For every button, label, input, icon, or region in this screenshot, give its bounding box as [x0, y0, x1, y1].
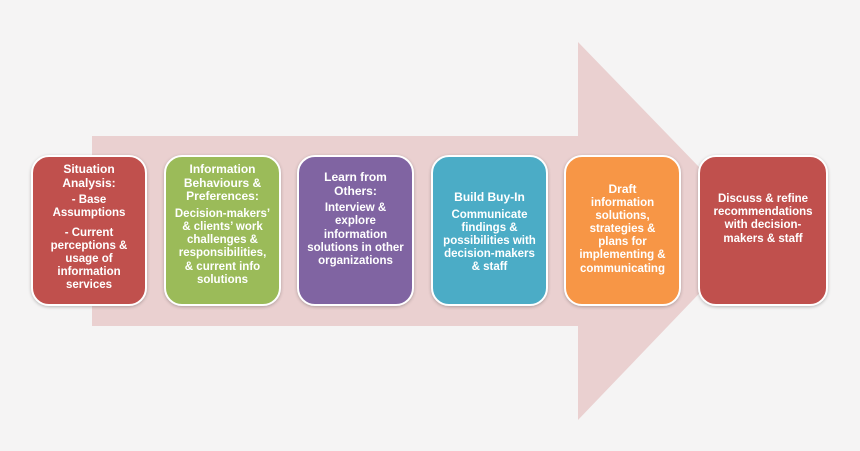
- step-situation-analysis: Situation Analysis: - Base Assumptions -…: [31, 155, 147, 306]
- body-line: Decision-makers’: [174, 207, 271, 220]
- step-body-secondary: - Current perceptions & usage of informa…: [39, 227, 139, 293]
- body-line: Communicate: [451, 208, 528, 221]
- body-line: implementing &: [579, 249, 666, 262]
- step-body: Discuss & refine recommendations with de…: [706, 193, 820, 246]
- step-draft-solutions: Draft information solutions, strategies …: [564, 155, 681, 306]
- body-line: with decision-: [724, 219, 802, 232]
- body-line: communicating: [580, 262, 665, 275]
- body-line: information: [57, 266, 121, 279]
- body-line: information: [590, 196, 655, 209]
- step-information-behaviours: Information Behaviours & Preferences: De…: [164, 155, 281, 306]
- body-line: & current info: [184, 260, 261, 273]
- title-line: Build Buy-In: [454, 190, 525, 204]
- title-line: Preferences:: [186, 189, 259, 204]
- body-line: solutions in other: [307, 241, 404, 254]
- title-line: Others:: [334, 183, 377, 198]
- body-line: makers & staff: [723, 232, 803, 245]
- body-line: Assumptions: [52, 207, 126, 220]
- body-line: decision-makers: [444, 248, 535, 261]
- body-line: - Current: [64, 226, 114, 239]
- body-line: challenges &: [187, 234, 258, 247]
- title-line: Situation: [63, 162, 115, 176]
- step-title: Information Behaviours & Preferences:: [172, 162, 273, 204]
- step-build-buy-in: Build Buy-In Communicate findings & poss…: [431, 155, 548, 306]
- body-line: usage of: [65, 253, 113, 265]
- body-line: explore: [335, 215, 376, 228]
- body-line: strategies &: [589, 223, 656, 235]
- step-body: Communicate findings & possibilities wit…: [439, 209, 540, 275]
- step-body: Interview & explore information solution…: [305, 202, 406, 268]
- body-line: solutions: [196, 273, 249, 286]
- step-title: Situation Analysis:: [39, 162, 139, 190]
- step-body: - Base Assumptions: [39, 194, 139, 220]
- step-title: Learn from Others:: [305, 170, 406, 198]
- body-line: Discuss & refine: [717, 193, 809, 205]
- body-line: & clients’ work: [182, 220, 263, 233]
- title-line: Draft: [608, 182, 637, 196]
- body-line: plans for: [598, 236, 647, 249]
- body-line: perceptions &: [50, 239, 128, 252]
- step-title: Draft: [572, 182, 673, 197]
- title-line: Behaviours &: [183, 175, 262, 190]
- title-line: Learn from: [324, 170, 387, 184]
- step-body: information solutions, strategies & plan…: [572, 197, 673, 276]
- step-body: Decision-makers’ & clients’ work challen…: [172, 208, 273, 287]
- body-line: Interview &: [324, 202, 387, 215]
- body-line: & staff: [471, 261, 508, 274]
- body-line: information: [323, 228, 388, 241]
- title-line: Information: [189, 162, 256, 176]
- body-line: organizations: [318, 255, 393, 267]
- step-learn-from-others: Learn from Others: Interview & explore i…: [297, 155, 414, 306]
- body-line: solutions,: [595, 209, 650, 222]
- body-line: recommendations: [713, 206, 813, 219]
- body-line: services: [65, 279, 113, 292]
- step-discuss-refine: Discuss & refine recommendations with de…: [698, 155, 828, 306]
- body-line: findings &: [461, 221, 518, 234]
- arrow-shape: [92, 42, 760, 420]
- body-line: possibilities with: [443, 235, 536, 247]
- body-line: responsibilities,: [178, 247, 267, 260]
- step-title: Build Buy-In: [439, 190, 540, 205]
- title-line: Analysis:: [62, 175, 116, 190]
- body-line: - Base: [71, 194, 107, 207]
